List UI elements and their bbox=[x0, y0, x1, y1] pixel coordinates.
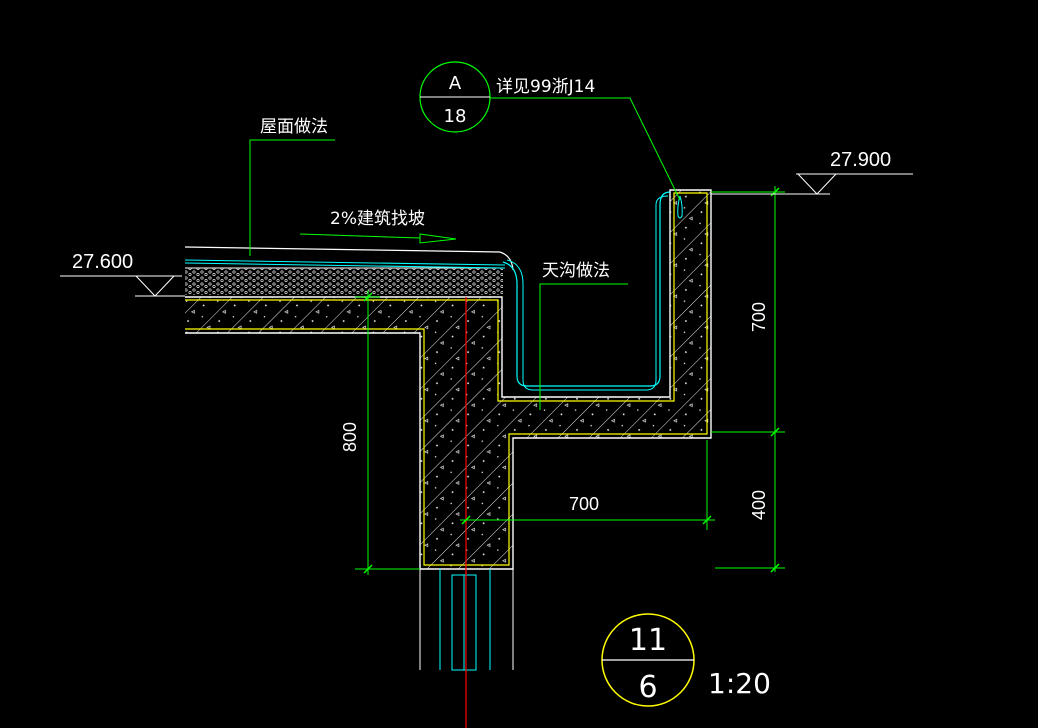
dim-right-tick-mid bbox=[770, 427, 780, 437]
waterproof-membrane bbox=[502, 191, 683, 391]
slope-arrow-line bbox=[299, 233, 421, 239]
detail-bubble-top: A bbox=[449, 73, 462, 94]
membrane-drip bbox=[677, 195, 683, 219]
section-bubble-bottom: 6 bbox=[638, 670, 657, 705]
section-bubble-top: 11 bbox=[629, 623, 667, 658]
membrane-outer bbox=[502, 191, 671, 387]
elevation-right-text: 27.900 bbox=[830, 149, 891, 171]
dim-700h-tick-left bbox=[461, 515, 471, 525]
roof-method-label: 屋面做法 bbox=[260, 117, 328, 137]
inner-yellow-outline bbox=[185, 192, 708, 566]
roof-top-surface bbox=[184, 246, 501, 253]
roof-gravel-layer bbox=[185, 268, 503, 295]
dim-800-text: 800 bbox=[340, 422, 360, 452]
elev-right-triangle bbox=[797, 173, 837, 195]
concrete-outline bbox=[185, 189, 712, 570]
leader-lines bbox=[249, 97, 681, 410]
dim-700h-text: 700 bbox=[569, 494, 599, 514]
roof-slope-line-1 bbox=[184, 259, 506, 266]
dimension-lines bbox=[355, 186, 785, 575]
slope-arrow-head bbox=[419, 233, 457, 244]
roof-slope-line-2 bbox=[184, 262, 506, 269]
detail-bubble: A 18 bbox=[419, 61, 491, 133]
leader-roof-method bbox=[249, 139, 335, 256]
concrete-section bbox=[185, 189, 712, 671]
detail-bubble-bottom: 18 bbox=[444, 106, 467, 127]
dim-700v-text: 700 bbox=[749, 302, 769, 332]
leader-gutter-method bbox=[539, 283, 628, 410]
elevation-left: 27.600 bbox=[60, 251, 185, 297]
dim-400-text: 400 bbox=[749, 490, 769, 520]
section-bubble: 11 6 1:20 bbox=[601, 613, 771, 707]
dim-right-tick-bottom bbox=[770, 563, 780, 573]
dim-800-tick-bottom bbox=[363, 564, 373, 574]
concrete-hatch-fill bbox=[185, 190, 711, 569]
dim-right-tick-top bbox=[770, 187, 780, 197]
detail-ref-label: 详见99浙J14 bbox=[496, 77, 595, 97]
membrane-inner bbox=[506, 195, 669, 391]
slope-note-label: 2%建筑找坡 bbox=[330, 209, 425, 229]
roof-layers bbox=[184, 246, 514, 295]
leader-detail-ref bbox=[490, 97, 681, 201]
elevation-left-text: 27.600 bbox=[72, 251, 133, 273]
elev-left-triangle bbox=[135, 275, 175, 297]
gutter-method-label: 天沟做法 bbox=[542, 261, 610, 281]
dim-800-tick-top bbox=[363, 292, 373, 302]
section-scale: 1:20 bbox=[708, 667, 771, 700]
dim-700h-tick-right bbox=[702, 515, 712, 525]
elevation-right: 27.900 bbox=[711, 149, 913, 195]
